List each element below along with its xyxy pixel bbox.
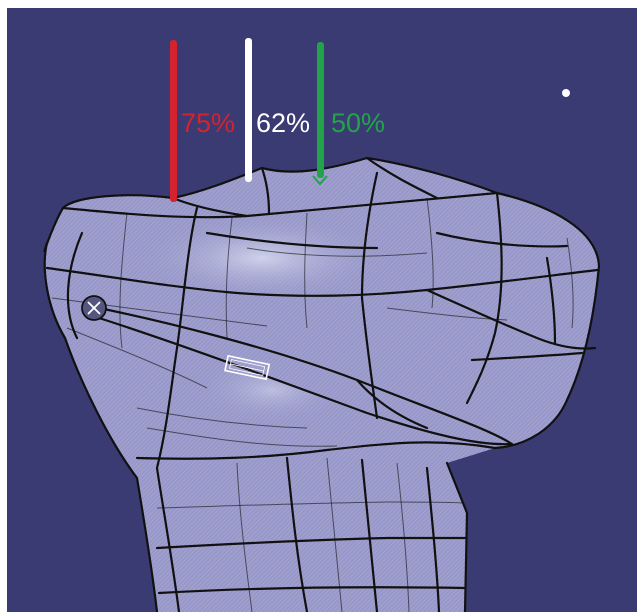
outline-edge (61, 156, 601, 450)
model-fine-wireframe (51, 197, 574, 612)
slider-handle-icon[interactable] (224, 354, 271, 381)
vertical-edge (155, 206, 199, 612)
marker-label-75: 75% (181, 108, 236, 138)
band-edge (155, 536, 467, 550)
slit-edge (355, 378, 429, 430)
ridge-edge (171, 196, 249, 218)
marker-bar-50[interactable] (317, 42, 324, 178)
close-circle-icon[interactable] (81, 295, 107, 321)
viewport-canvas[interactable] (7, 8, 637, 612)
model-wireframe (43, 156, 601, 612)
vertical-edge (285, 456, 309, 612)
marker-label-62: 62% (256, 108, 311, 138)
outline-edge (43, 206, 159, 612)
vertical-edge (425, 466, 441, 612)
vertical-edge (465, 191, 503, 405)
surface-highlight (132, 213, 392, 303)
band-edge (45, 266, 599, 297)
model-slit-texture (99, 308, 512, 445)
vertical-edge (66, 231, 84, 340)
ridge-edge (260, 166, 271, 215)
bone-model[interactable] (43, 156, 601, 612)
vertical-edge (545, 256, 557, 345)
point-icon[interactable] (562, 89, 570, 97)
marker-tip-50 (312, 175, 328, 186)
band-edge (205, 231, 379, 250)
vertical-edge (360, 458, 379, 612)
3d-viewport[interactable]: 75% 62% 50% (7, 8, 637, 612)
band-edge (157, 586, 467, 595)
outline-edge (445, 461, 469, 612)
ridge-edge (365, 156, 439, 200)
band-edge (135, 441, 497, 460)
band-edge (425, 288, 597, 350)
marker-bar-75[interactable] (170, 40, 177, 202)
marker-label-50: 50% (331, 108, 386, 138)
band-edge (470, 351, 584, 362)
percent-markers (170, 38, 328, 202)
marker-bar-62[interactable] (245, 38, 252, 182)
